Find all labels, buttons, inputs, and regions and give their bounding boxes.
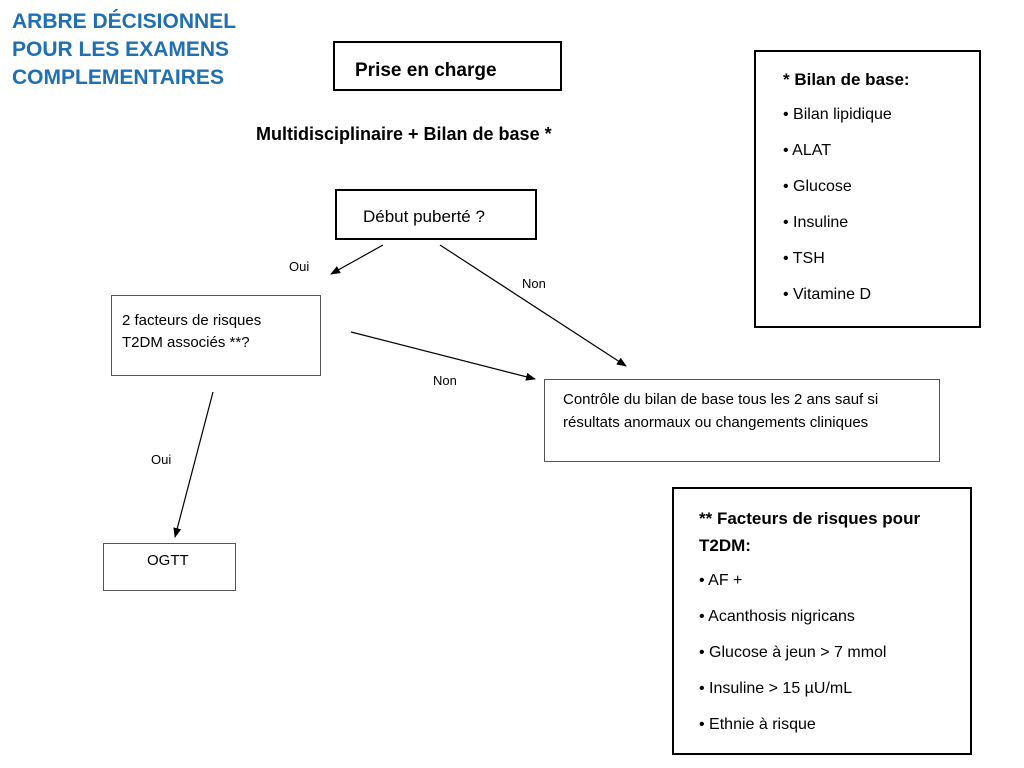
multidisciplinaire-label: Multidisciplinaire + Bilan de base *: [256, 124, 552, 144]
facteurs-risques-question-box: 2 facteurs de risques T2DM associés **?: [111, 295, 321, 376]
text-line: Contrôle du bilan de base tous les 2 ans…: [563, 391, 879, 408]
title-line: ARBRE DÉCISIONNEL: [12, 10, 237, 33]
ogtt-label: OGTT: [147, 552, 189, 569]
list-item: • Glucose à jeun > 7 mmol: [699, 644, 887, 661]
controle-bilan-box: Contrôle du bilan de base tous les 2 ans…: [544, 379, 940, 462]
prise-en-charge-box: Prise en charge: [333, 41, 562, 91]
text-line: résultats anormaux ou changements cliniq…: [563, 414, 869, 431]
list-item: • AF +: [699, 572, 743, 589]
bilan-de-base-title: * Bilan de base:: [783, 70, 910, 89]
title-line: COMPLEMENTAIRES: [12, 66, 224, 89]
list-item: • TSH: [783, 250, 825, 267]
title-line: ** Facteurs de risques pour: [699, 509, 921, 528]
facteurs-risques-list: • AF + • Acanthosis nigricans • Glucose …: [699, 572, 886, 752]
facteurs-risques-question-text: 2 facteurs de risques T2DM associés **?: [122, 310, 261, 354]
list-item: • Bilan lipidique: [783, 106, 892, 123]
title-line: POUR LES EXAMENS: [12, 38, 230, 61]
edge-label-oui: Oui: [289, 259, 310, 274]
facteurs-risques-box: ** Facteurs de risques pour T2DM: • AF +…: [672, 487, 972, 755]
edge-label-non: Non: [522, 276, 546, 291]
debut-puberte-label: Début puberté ?: [363, 207, 485, 226]
text-line: T2DM associés **?: [122, 334, 250, 351]
controle-bilan-text: Contrôle du bilan de base tous les 2 ans…: [563, 388, 878, 434]
edge-label-non: Non: [433, 373, 457, 388]
list-item: • Acanthosis nigricans: [699, 608, 855, 625]
arrow-debut-to-facteurs: [330, 244, 384, 275]
prise-en-charge-label: Prise en charge: [355, 60, 497, 81]
edge-label-oui: Oui: [151, 452, 172, 467]
bilan-de-base-list: • Bilan lipidique • ALAT • Glucose • Ins…: [783, 106, 892, 322]
ogtt-box: OGTT: [103, 543, 236, 591]
list-item: • Insuline > 15 µU/mL: [699, 680, 853, 697]
list-item: • Glucose: [783, 178, 852, 195]
arrow-facteurs-to-controle: [350, 331, 536, 381]
arrow-facteurs-to-ogtt: [173, 391, 214, 538]
arrow-debut-to-controle: [439, 244, 627, 367]
facteurs-risques-title: ** Facteurs de risques pour T2DM:: [699, 505, 920, 559]
title-line: T2DM:: [699, 536, 751, 555]
list-item: • Insuline: [783, 214, 849, 231]
list-item: • Ethnie à risque: [699, 716, 816, 733]
list-item: • Vitamine D: [783, 286, 872, 303]
bilan-de-base-box: * Bilan de base: • Bilan lipidique • ALA…: [754, 50, 981, 328]
text-line: 2 facteurs de risques: [122, 312, 262, 329]
debut-puberte-box: Début puberté ?: [335, 189, 537, 240]
list-item: • ALAT: [783, 142, 831, 159]
slide-title: ARBRE DÉCISIONNEL POUR LES EXAMENS COMPL…: [12, 8, 312, 92]
